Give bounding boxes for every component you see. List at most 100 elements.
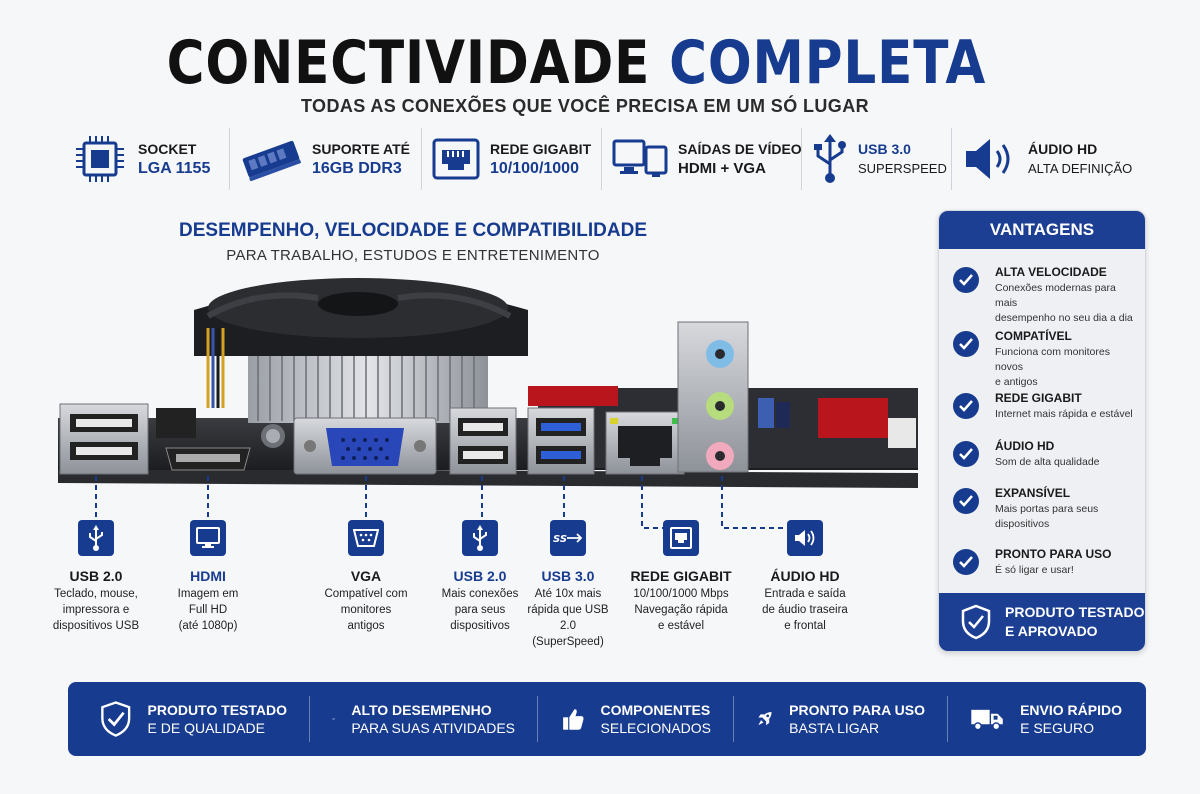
svg-text:SS: SS bbox=[553, 534, 567, 545]
advantages-title: VANTAGENS bbox=[939, 211, 1145, 249]
feature-label: ÁUDIO HD bbox=[1028, 141, 1098, 157]
page-title: CONECTIVIDADE COMPLETA bbox=[82, 28, 1071, 98]
speaker-icon bbox=[787, 520, 823, 556]
usb-icon bbox=[462, 520, 498, 556]
benefit-components: COMPONENTES SELECIONADOS bbox=[538, 696, 734, 742]
usb-ss-icon: SS bbox=[550, 520, 586, 556]
advantages-panel: VANTAGENS ALTA VELOCIDADE Conexões modern… bbox=[938, 210, 1146, 652]
advantages-footer: PRODUTO TESTADO E APROVADO bbox=[939, 593, 1145, 651]
check-icon bbox=[953, 331, 979, 357]
feature-socket: SOCKET LGA 1155 bbox=[62, 128, 230, 190]
vga-icon bbox=[348, 520, 384, 556]
bottom-benefits-strip: PRODUTO TESTADO E DE QUALIDADE ALTO DESEM… bbox=[68, 682, 1146, 756]
port-name: USB 3.0 bbox=[541, 568, 595, 584]
advantage-item: PRONTO PARA USO É só ligar e usar! bbox=[953, 547, 1139, 578]
motherboard-image bbox=[58, 278, 918, 488]
port-name: VGA bbox=[350, 568, 382, 584]
advantage-title: PRONTO PARA USO bbox=[995, 547, 1112, 561]
port-name: HDMI bbox=[190, 568, 226, 584]
benefit-performance: ALTO DESEMPENHO PARA SUAS ATIVIDADES bbox=[310, 696, 538, 742]
port-name: USB 2.0 bbox=[453, 568, 507, 584]
rocket-icon bbox=[758, 711, 772, 726]
benefit-sub: PARA SUAS ATIVIDADES bbox=[351, 720, 515, 736]
advantage-title: ÁUDIO HD bbox=[995, 439, 1055, 453]
advantage-desc: Internet mais rápida e estável bbox=[995, 408, 1133, 420]
advantage-desc: É só ligar e usar! bbox=[995, 564, 1074, 576]
section-subheadline: PARA TRABALHO, ESTUDOS E ENTRETENIMENTO bbox=[226, 247, 600, 264]
check-icon bbox=[953, 488, 979, 514]
speedometer-icon bbox=[332, 718, 336, 721]
footer-line: PRODUTO TESTADO bbox=[1005, 604, 1145, 620]
feature-value: LGA 1155 bbox=[138, 160, 211, 177]
feature-label: SAÍDAS DE VÍDEO bbox=[678, 141, 802, 157]
feature-value: ALTA DEFINIÇÃO bbox=[1028, 161, 1133, 176]
ethernet-icon bbox=[663, 520, 699, 556]
benefit-title: PRODUTO TESTADO bbox=[147, 702, 288, 718]
shield-check-icon bbox=[101, 701, 131, 737]
usb-icon bbox=[78, 520, 114, 556]
monitor-icon bbox=[190, 520, 226, 556]
benefit-sub: E DE QUALIDADE bbox=[147, 720, 265, 736]
feature-label: SUPORTE ATÉ bbox=[312, 141, 411, 157]
port-name: REDE GIGABIT bbox=[630, 568, 732, 584]
footer-line: E APROVADO bbox=[1005, 623, 1098, 639]
check-icon bbox=[953, 393, 979, 419]
top-feature-strip: SOCKET LGA 1155 SUPORTE ATÉ 16GB DDR3 REDE… bbox=[62, 128, 1152, 190]
feature-value: 16GB DDR3 bbox=[312, 160, 402, 177]
feature-value: 10/100/1000 bbox=[490, 160, 579, 177]
advantage-title: EXPANSÍVEL bbox=[995, 486, 1071, 500]
port-name: USB 2.0 bbox=[69, 568, 123, 584]
usb-icon bbox=[814, 134, 846, 183]
check-icon bbox=[953, 549, 979, 575]
cpu-icon bbox=[76, 136, 124, 182]
port-name: ÁUDIO HD bbox=[770, 568, 840, 584]
advantage-title: COMPATÍVEL bbox=[995, 329, 1072, 343]
benefit-quality: PRODUTO TESTADO E DE QUALIDADE bbox=[68, 696, 310, 742]
advantage-title: ALTA VELOCIDADE bbox=[995, 265, 1107, 279]
benefit-sub: SELECIONADOS bbox=[600, 720, 711, 736]
feature-label: SOCKET bbox=[138, 141, 197, 157]
shield-check-icon bbox=[961, 604, 991, 640]
advantage-desc: Som de alta qualidade bbox=[995, 456, 1100, 468]
feature-audio: ÁUDIO HD ALTA DEFINIÇÃO bbox=[952, 128, 1152, 190]
page-subtitle: TODAS AS CONEXÕES QUE VOCÊ PRECISA EM UM… bbox=[300, 96, 869, 116]
feature-ram: SUPORTE ATÉ 16GB DDR3 bbox=[230, 128, 422, 190]
advantage-item: ÁUDIO HD Som de alta qualidade bbox=[953, 439, 1139, 470]
benefit-title: ALTO DESEMPENHO bbox=[351, 702, 492, 718]
check-icon bbox=[953, 267, 979, 293]
feature-label: USB 3.0 bbox=[858, 141, 911, 157]
ethernet-icon bbox=[432, 138, 480, 180]
ram-icon bbox=[242, 140, 302, 181]
advantage-title: REDE GIGABIT bbox=[995, 391, 1082, 405]
benefit-title: COMPONENTES bbox=[600, 702, 711, 718]
title-main: CONECTIVIDADE bbox=[166, 28, 651, 98]
monitors-icon bbox=[612, 139, 668, 177]
title-accent: COMPLETA bbox=[669, 28, 987, 98]
feature-label: REDE GIGABIT bbox=[490, 141, 592, 157]
feature-network: REDE GIGABIT 10/100/1000 bbox=[422, 128, 602, 190]
benefit-title: ENVIO RÁPIDO bbox=[1020, 702, 1122, 718]
